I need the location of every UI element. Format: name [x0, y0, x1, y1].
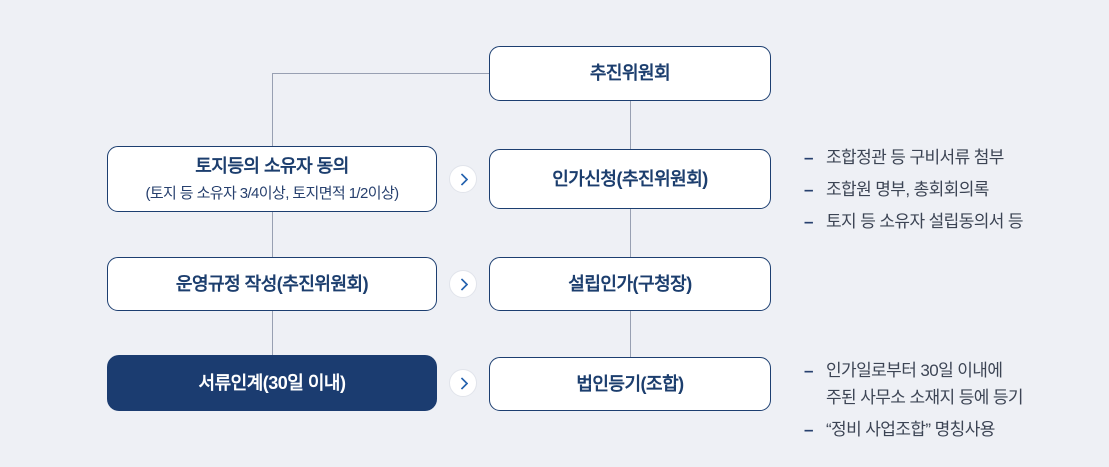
- note-item: – 조합정관 등 구비서류 첨부: [804, 142, 1109, 174]
- dash-bullet: –: [804, 212, 813, 231]
- node-title: 추진위원회: [589, 63, 671, 84]
- note-text: 인가일로부터 30일 이내에: [826, 361, 1003, 380]
- notes-approval-application: – 조합정관 등 구비서류 첨부 – 조합원 명부, 총회회의록 – 토지 등 …: [804, 142, 1109, 238]
- arrow-right-icon: [449, 270, 477, 298]
- connector-right-col-bottom: [630, 311, 631, 357]
- note-item: – 조합원 명부, 총회회의록: [804, 174, 1109, 206]
- note-text: 토지 등 소유자 설립동의서 등: [826, 212, 1024, 231]
- connector-top-horizontal: [272, 73, 489, 74]
- note-text: 조합정관 등 구비서류 첨부: [826, 148, 1004, 167]
- node-title: 인가신청(추진위원회): [552, 168, 708, 189]
- note-text: “정비 사업조합” 명칭사용: [826, 420, 995, 439]
- chevron-right-icon: [455, 172, 468, 186]
- node-corporate-registration: 법인등기(조합): [489, 357, 771, 411]
- note-text: 조합원 명부, 총회회의록: [826, 180, 989, 199]
- node-approval-application: 인가신청(추진위원회): [489, 149, 771, 209]
- node-operating-rules: 운영규정 작성(추진위원회): [107, 257, 437, 311]
- note-item: – 인가일로부터 30일 이내에: [804, 357, 1109, 384]
- note-item: – 토지 등 소유자 설립동의서 등: [804, 206, 1109, 238]
- node-document-handover: 서류인계(30일 이내): [107, 355, 437, 411]
- connector-right-col-top: [630, 101, 631, 149]
- connector-left-col-mid: [272, 212, 273, 257]
- note-text: 주된 사무소 소재지 등에 등기: [826, 388, 1024, 407]
- arrow-right-icon: [449, 165, 477, 193]
- dash-bullet: –: [804, 148, 813, 167]
- node-title: 토지등의 소유자 동의: [195, 156, 349, 177]
- node-title: 서류인계(30일 이내): [198, 372, 346, 393]
- connector-left-col-top: [272, 73, 273, 146]
- chevron-right-icon: [455, 277, 468, 291]
- node-establishment-approval: 설립인가(구청장): [489, 257, 771, 311]
- connector-left-col-bottom: [272, 311, 273, 355]
- chevron-right-icon: [455, 376, 468, 390]
- node-promotion-committee: 추진위원회: [489, 46, 771, 101]
- node-title: 설립인가(구청장): [568, 273, 692, 294]
- node-subtitle: (토지 등 소유자 3/4이상, 토지면적 1/2이상): [145, 184, 399, 202]
- dash-bullet: –: [804, 420, 813, 439]
- node-landowner-consent: 토지등의 소유자 동의 (토지 등 소유자 3/4이상, 토지면적 1/2이상): [107, 146, 437, 212]
- notes-corporate-registration: – 인가일로부터 30일 이내에 주된 사무소 소재지 등에 등기 – “정비 …: [804, 357, 1109, 443]
- node-title: 운영규정 작성(추진위원회): [175, 273, 369, 294]
- dash-bullet: –: [804, 180, 813, 199]
- note-item-continuation: 주된 사무소 소재지 등에 등기: [804, 384, 1109, 411]
- node-title: 법인등기(조합): [576, 373, 684, 394]
- arrow-right-icon: [449, 369, 477, 397]
- dash-bullet: –: [804, 361, 813, 380]
- connector-right-col-mid: [630, 209, 631, 257]
- note-item: – “정비 사업조합” 명칭사용: [804, 416, 1109, 443]
